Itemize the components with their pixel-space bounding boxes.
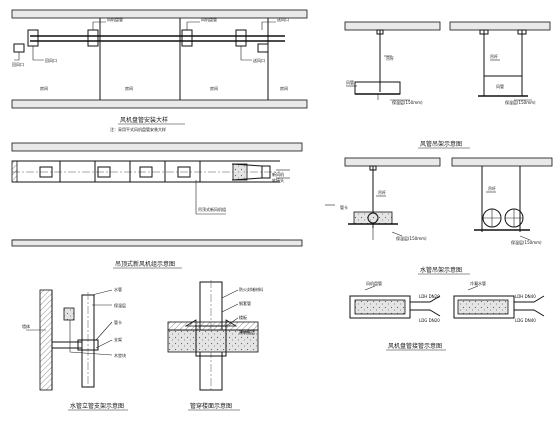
slab-left — [344, 21, 441, 31]
fcu-body — [457, 299, 509, 315]
pipe-hanger-label: 管卡 — [340, 204, 348, 210]
duct-label: 风管 — [346, 79, 354, 85]
pipe-hanger-title: 水管吊架示意图 — [420, 266, 462, 274]
fcu-unit — [181, 29, 193, 47]
penetration-label: 防火封堵材料 — [239, 286, 263, 292]
room-label: 房间 — [210, 85, 218, 91]
pipe-hanger-label: 吊杆 — [488, 185, 496, 191]
riser-label: 保温层 — [114, 302, 126, 308]
riser-label: 木垫块 — [114, 352, 126, 358]
pipe-hanger-view: 吊杆 管卡 保温层(150mm) 吊杆 保温层(150mm) 水管吊架示意图 — [325, 157, 553, 275]
cassette-callout: 新风机 — [272, 171, 284, 177]
fcu-body — [354, 299, 406, 315]
penetration-label: 钢套管 — [239, 300, 251, 306]
fcu-connect-label: LDG DN20 — [419, 318, 440, 323]
room-label: 房间 — [40, 85, 48, 91]
fcu-connect-label: LDG DN40 — [515, 318, 536, 323]
return-grille — [13, 43, 25, 53]
fcu-callout: 送风口 — [253, 57, 265, 63]
fcu-callout: 风机盘管 — [107, 16, 123, 22]
fresh-air-unit — [232, 163, 248, 181]
riser-title: 水管立管支架示意图 — [70, 402, 124, 410]
fcu-plan-title: 风机盘管安装大样 — [120, 116, 168, 124]
penetration-label: 建筑面层 — [239, 329, 255, 335]
cassette-callout: 吊顶式新风机组 — [198, 206, 226, 212]
fcu-connect-label: 风机盘管 — [366, 280, 382, 286]
bottom-wall-band — [11, 99, 308, 109]
duct-hanger-title: 风管吊架示意图 — [420, 140, 462, 148]
cassette-title: 吊顶式新风机组示意图 — [115, 260, 175, 268]
duct-hanger-view: 风管 吊杆 保温层(150mm) 保温层(150mm) 风管 吊杆 风管吊架示意… — [344, 21, 551, 149]
fcu-connect-title: 风机盘管接管示意图 — [388, 342, 442, 350]
pipe-hanger-label: 保温层(150mm) — [396, 235, 427, 241]
riser-label: 支架 — [114, 336, 122, 342]
duct-label: 风管 — [496, 83, 504, 89]
riser-label: 管卡 — [114, 319, 122, 325]
fcu-plan-note: 注：采用平式风机盘管安装大样 — [110, 126, 166, 132]
fcu-callout: 回风口 — [45, 58, 57, 63]
fcu-unit — [87, 29, 99, 47]
duct-label: 保温层(150mm) — [505, 99, 536, 105]
fcu-unit — [235, 29, 247, 47]
top-wall-band — [11, 9, 308, 19]
fcu-callout: 回风口 — [12, 62, 24, 67]
fcu-callout: 风机盘管 — [201, 16, 217, 22]
slab-right — [449, 21, 551, 31]
duct-body — [354, 81, 401, 95]
support-bracket — [51, 341, 83, 349]
penetration-title: 管穿楼面示意图 — [190, 402, 232, 410]
ceiling-slab — [11, 142, 303, 152]
fcu-connect-label: LDH DN40 — [515, 294, 536, 299]
riser-label: 墙体 — [22, 323, 30, 329]
duct-label: 保温层(150mm) — [392, 99, 423, 105]
pipe-hanger-label: 保温层(150mm) — [511, 239, 542, 245]
penetration-view: 防火封堵材料 钢套管 楼板 建筑面层 管穿楼面示意图 — [167, 280, 263, 411]
fcu-callout: 送风口 — [277, 16, 289, 22]
penetration-label: 楼板 — [239, 314, 247, 320]
fcu-connection-view: 风机盘管 LDH DN20 LDG DN20 LDH DN40 LDG DN40… — [349, 280, 545, 351]
room-label: 房间 — [280, 85, 288, 91]
supply-grille — [257, 43, 269, 53]
room-label: 房间 — [125, 85, 133, 91]
fcu-connect-label: LDH DN20 — [419, 294, 440, 299]
duct-label: 吊杆 — [490, 53, 498, 59]
riser-label: 水管 — [114, 286, 122, 292]
riser-support-view: 水管 保温层 管卡 支架 墙体 木垫块 水管立管支架示意图 — [22, 286, 128, 411]
fcu-connect-label: 冷凝水管 — [470, 280, 486, 286]
cassette-callout: 软接头 — [272, 177, 284, 183]
wall-section — [39, 289, 53, 391]
insulated-pipe — [353, 211, 393, 225]
duct-label: 吊杆 — [386, 55, 394, 61]
fcu-plan-view: 风机盘管 风机盘管 回风口 送风口 回风口 送风口 房间 房间 房间 房间 风机… — [11, 9, 308, 132]
fcu-unit — [27, 29, 39, 47]
pipe-hanger-label: 吊杆 — [378, 189, 386, 195]
cassette-unit-view: 新风机 软接头 吊顶式新风机组 吊顶式新风机组示意图 — [11, 142, 303, 269]
